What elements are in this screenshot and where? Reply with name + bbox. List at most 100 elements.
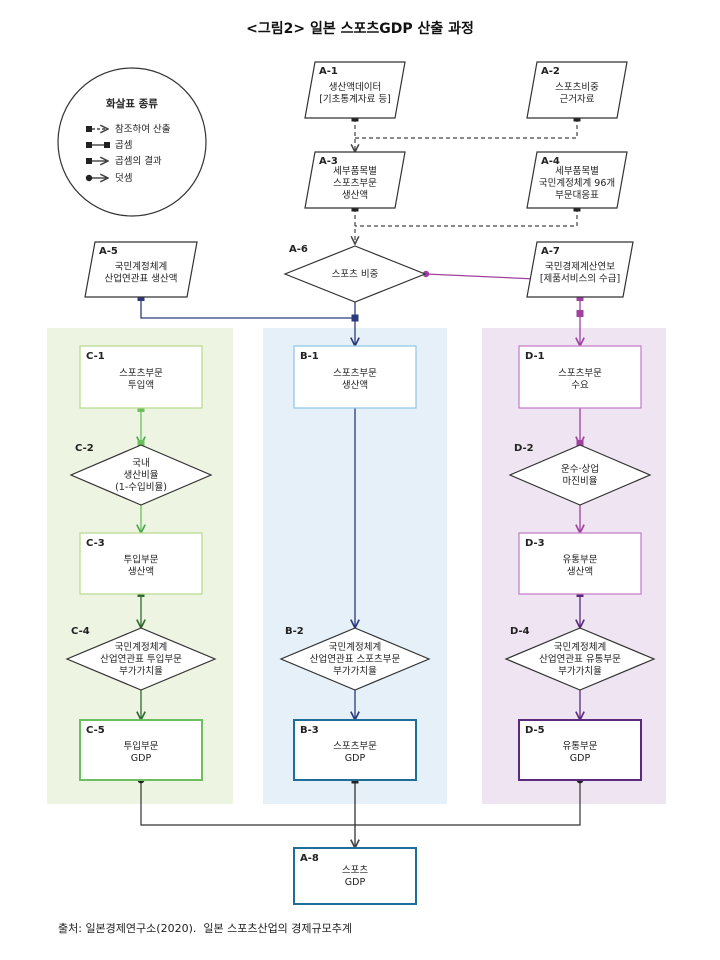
node-shape (508, 444, 652, 506)
legend-title: 화살표 종류 (106, 97, 158, 110)
node-label: D-3 (525, 538, 545, 549)
node-text: GDP (345, 753, 366, 764)
node-text: GDP (570, 753, 591, 764)
node-shape (304, 151, 406, 209)
node-text: 스포츠부문 (119, 368, 163, 379)
node-shape (526, 151, 628, 209)
node-shape (79, 532, 203, 595)
node-text: 마진비율 (563, 476, 598, 487)
node-text: 산업연관표 투입부문 (100, 653, 182, 665)
node-text: 국민계정체계 (329, 641, 381, 653)
node-label: A-2 (541, 66, 560, 77)
node-text: 국민계정체계 (115, 641, 167, 653)
node-label: C-3 (86, 538, 105, 549)
node-text: 수요 (571, 380, 589, 391)
node-text: 스포츠부문 (333, 178, 377, 189)
node-label: C-4 (71, 626, 90, 637)
node-shape (293, 719, 417, 781)
node-shape (79, 345, 203, 409)
node-text: 투입부문 (124, 740, 159, 752)
node-label: D-1 (525, 351, 545, 362)
node-text: [기초통계자료 등] (319, 93, 391, 105)
node-text: 생산액 (342, 379, 368, 391)
node-label: A-3 (319, 156, 338, 167)
legend: 화살표 종류 참조하여 산출 곱셈 곱셈의 결과 덧셈 (57, 67, 207, 217)
node-text: 세부품목별 (555, 166, 599, 177)
node-text: 생산액데이터 (329, 81, 381, 93)
node-label: A-6 (289, 244, 308, 255)
node-text: 국내 (132, 458, 149, 469)
node-text: 부문대응표 (555, 190, 599, 201)
node-text: 산업연관표 스포츠부문 (310, 653, 401, 665)
source-citation: 출처: 일본경제연구소(2020). 일본 스포츠산업의 경제규모추계 (58, 922, 353, 935)
node-text: 부가가치율 (119, 665, 163, 677)
node-shape (304, 61, 406, 119)
node-label: B-1 (300, 351, 319, 362)
node-text: 스포츠부문 (558, 368, 602, 379)
node-label: A-1 (319, 66, 338, 77)
node-text: 부가가치율 (558, 665, 602, 677)
node-label: D-2 (514, 443, 534, 454)
node-shape (79, 719, 203, 781)
node-text: 생산액 (342, 189, 368, 201)
node-text: 산업연관표 유통부문 (539, 653, 621, 665)
node-shape (518, 719, 642, 781)
legend-item-multiply: 곱셈 (115, 140, 132, 151)
node-label: A-4 (541, 156, 560, 167)
node-shape (526, 241, 634, 298)
node-text: 생산액 (128, 566, 154, 578)
node-a1: A-1 생산액데이터[기초통계자료 등] (304, 61, 406, 119)
node-text: [제품서비스의 수급] (540, 274, 620, 285)
node-text: 생산비율 (124, 470, 159, 481)
node-shape (504, 627, 656, 691)
node-shape (84, 241, 198, 298)
node-text: 투입액 (128, 379, 154, 391)
node-shape (283, 245, 427, 303)
node-text: 스포츠부문 (333, 741, 377, 752)
node-shape (279, 627, 431, 691)
page-title: <그림2> 일본 스포츠GDP 산출 과정 (246, 21, 474, 37)
node-text: 생산액 (567, 566, 593, 578)
node-text: (1-수입비율) (115, 481, 167, 493)
node-text: 국민경제계산연보 (545, 261, 615, 273)
legend-item-multiply-result: 곱셈의 결과 (115, 156, 162, 167)
node-shape (293, 345, 417, 409)
node-shape (526, 61, 628, 119)
node-label: C-1 (86, 351, 105, 362)
node-label: D-5 (525, 725, 545, 736)
node-shape (293, 847, 417, 905)
node-text: 스포츠 (342, 865, 368, 876)
node-label: A-7 (541, 246, 560, 257)
node-text: 투입부문 (124, 554, 159, 566)
legend-item-addition: 덧셈 (115, 172, 132, 184)
node-label: C-5 (86, 725, 105, 736)
node-label: C-2 (75, 443, 94, 454)
node-text: 산업연관표 생산액 (105, 273, 178, 285)
node-text: 근거자료 (560, 94, 595, 105)
node-text: GDP (345, 877, 366, 888)
legend-item-reference: 참조하여 산출 (115, 123, 171, 135)
node-label: B-2 (285, 626, 304, 637)
node-text: 부가가치율 (333, 665, 377, 677)
node-text: 세부품목별 (333, 166, 377, 177)
node-text: 스포츠부문 (333, 368, 377, 379)
node-label: A-5 (99, 246, 118, 257)
node-label: B-3 (300, 725, 319, 736)
node-text: GDP (131, 753, 152, 764)
node-text: 운수·상업 (561, 463, 599, 475)
node-text: 유통부문 (563, 555, 598, 566)
